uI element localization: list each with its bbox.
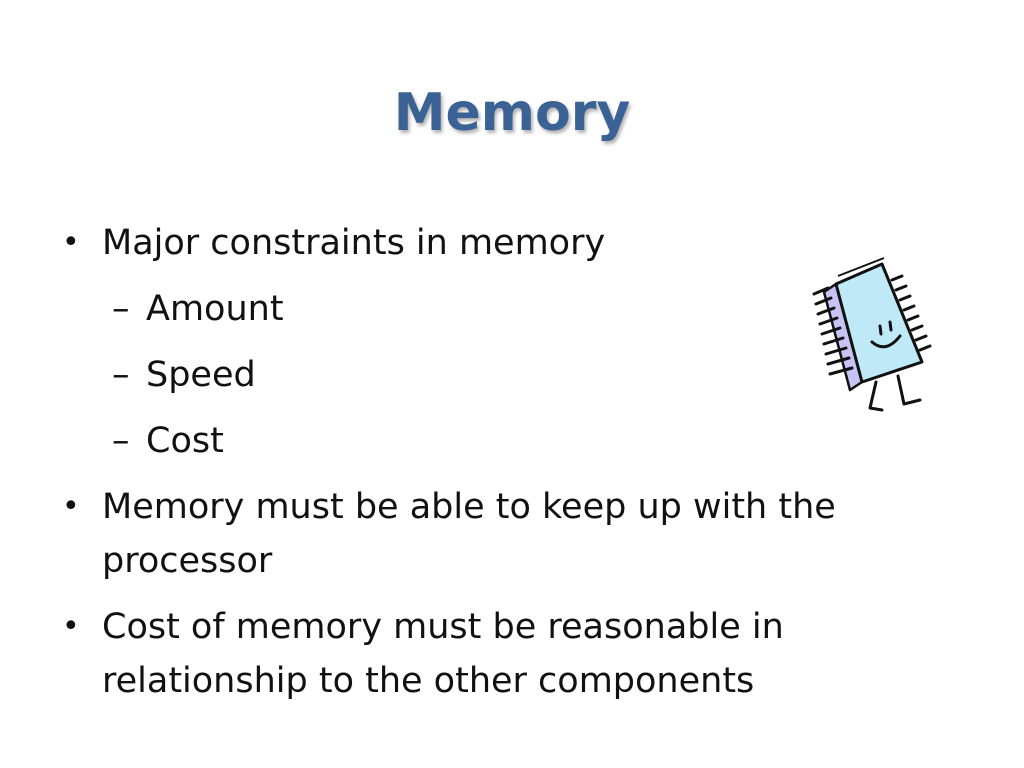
bullet-text: Memory must be able to keep up with the … [102,487,836,581]
memory-chip-character-icon [812,257,932,412]
bullet-glyph: • [62,225,80,260]
sub-bullet-item: – Speed [62,348,922,402]
bullet-item: • Cost of memory must be reasonable in r… [62,600,922,708]
dash-glyph: – [112,289,130,329]
sub-bullet-item: – Cost [62,414,922,468]
bullet-item: • Memory must be able to keep up with th… [62,480,922,588]
dash-glyph: – [112,421,130,461]
slide-body: • Major constraints in memory – Amount –… [62,216,922,720]
bullet-glyph: • [62,489,80,524]
slide-title: Memory [393,83,631,143]
sub-bullet-text: Amount [146,289,284,329]
bullet-text: Major constraints in memory [102,223,606,263]
bullet-glyph: • [62,609,80,644]
dash-glyph: – [112,355,130,395]
sub-bullet-text: Cost [146,421,224,461]
bullet-item: • Major constraints in memory [62,216,922,270]
bullet-text: Cost of memory must be reasonable in rel… [102,607,784,701]
sub-bullet-text: Speed [146,355,256,395]
sub-bullet-item: – Amount [62,282,922,336]
